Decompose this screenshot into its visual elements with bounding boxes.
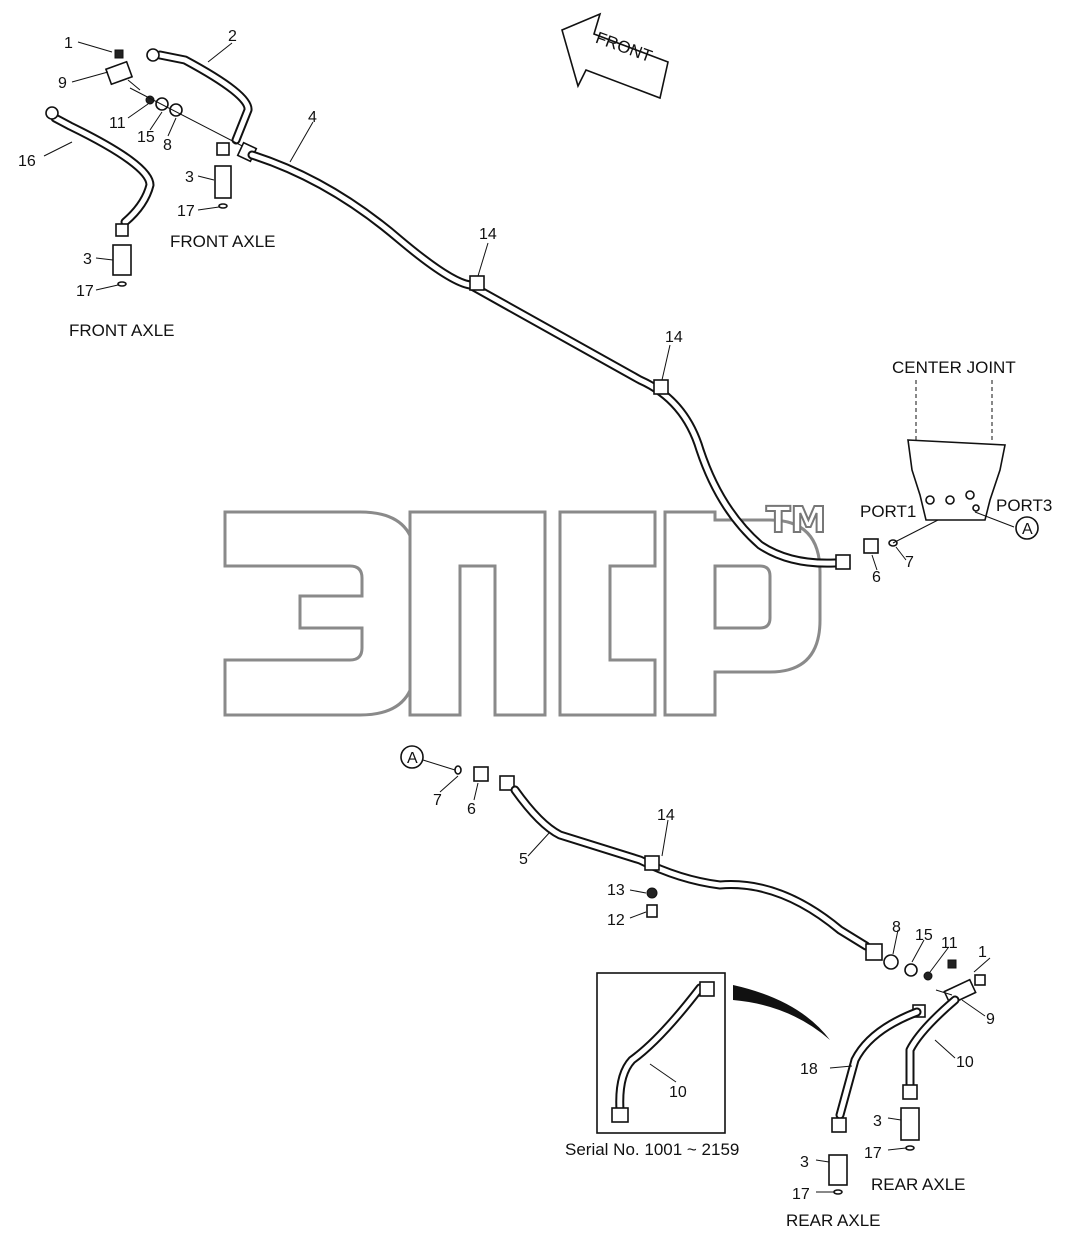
caption-serial: Serial No. 1001 ~ 2159	[565, 1140, 739, 1159]
watermark-tm: TM	[766, 500, 826, 541]
pipe-4	[247, 121, 907, 571]
label-3-rear-b: 3	[800, 1154, 809, 1171]
label-17-rear-a: 17	[864, 1145, 882, 1162]
front-axle-assembly	[43, 41, 258, 291]
label-8-front: 8	[163, 137, 172, 154]
caption-rear-axle-1: REAR AXLE	[871, 1175, 966, 1194]
label-11-front: 11	[109, 115, 126, 132]
label-5: 5	[519, 851, 528, 868]
label-3-front-b: 3	[83, 251, 92, 268]
label-9-rear: 9	[986, 1011, 995, 1028]
caption-port3: PORT3	[996, 496, 1052, 515]
label-16: 16	[18, 153, 36, 170]
front-arrow: FRONT	[561, 12, 669, 100]
label-6-bottom: 6	[467, 801, 476, 818]
label-12: 12	[607, 912, 625, 929]
label-14-a: 14	[479, 226, 497, 243]
label-6-top: 6	[872, 569, 881, 586]
center-joint: A	[892, 380, 1039, 544]
label-2: 2	[228, 28, 237, 45]
label-7-bottom: 7	[433, 792, 442, 809]
label-10-inset: 10	[669, 1084, 687, 1101]
caption-center-joint: CENTER JOINT	[892, 358, 1016, 377]
label-7-top: 7	[905, 554, 914, 571]
label-1-rear: 1	[978, 944, 987, 961]
label-17-front-a: 17	[177, 203, 195, 220]
caption-rear-axle-2: REAR AXLE	[786, 1211, 881, 1230]
label-8-rear: 8	[892, 919, 901, 936]
label-9-front: 9	[58, 75, 67, 92]
caption-front-axle-2: FRONT AXLE	[69, 321, 175, 340]
watermark-logo: TM	[223, 499, 827, 717]
label-10-rear: 10	[956, 1054, 974, 1071]
label-1-front: 1	[64, 35, 73, 52]
label-15-rear: 15	[915, 927, 933, 944]
label-4: 4	[308, 109, 317, 126]
caption-front-axle-1: FRONT AXLE	[170, 232, 276, 251]
label-3-rear-a: 3	[873, 1113, 882, 1130]
pipe-5: A	[400, 745, 949, 981]
caption-port1: PORT1	[860, 502, 916, 521]
connector-a-top: A	[1022, 521, 1033, 538]
caption-labels: FRONT AXLE FRONT AXLE CENTER JOINT PORT1…	[69, 232, 1052, 1230]
label-11-rear: 11	[941, 935, 958, 952]
label-3-front-a: 3	[185, 169, 194, 186]
label-15-front: 15	[137, 129, 155, 146]
label-13: 13	[607, 882, 625, 899]
label-17-front-b: 17	[76, 283, 94, 300]
label-18: 18	[800, 1061, 818, 1078]
label-14-c: 14	[657, 807, 675, 824]
connector-a-bottom: A	[407, 750, 418, 767]
label-14-b: 14	[665, 329, 683, 346]
label-17-rear-b: 17	[792, 1186, 810, 1203]
serial-inset	[596, 972, 830, 1134]
rear-axle-assembly	[815, 957, 991, 1195]
part-number-labels: 1 9 2 11 15 8 16 3 17 3 17 4 14 14 6 7 7…	[18, 28, 995, 1203]
